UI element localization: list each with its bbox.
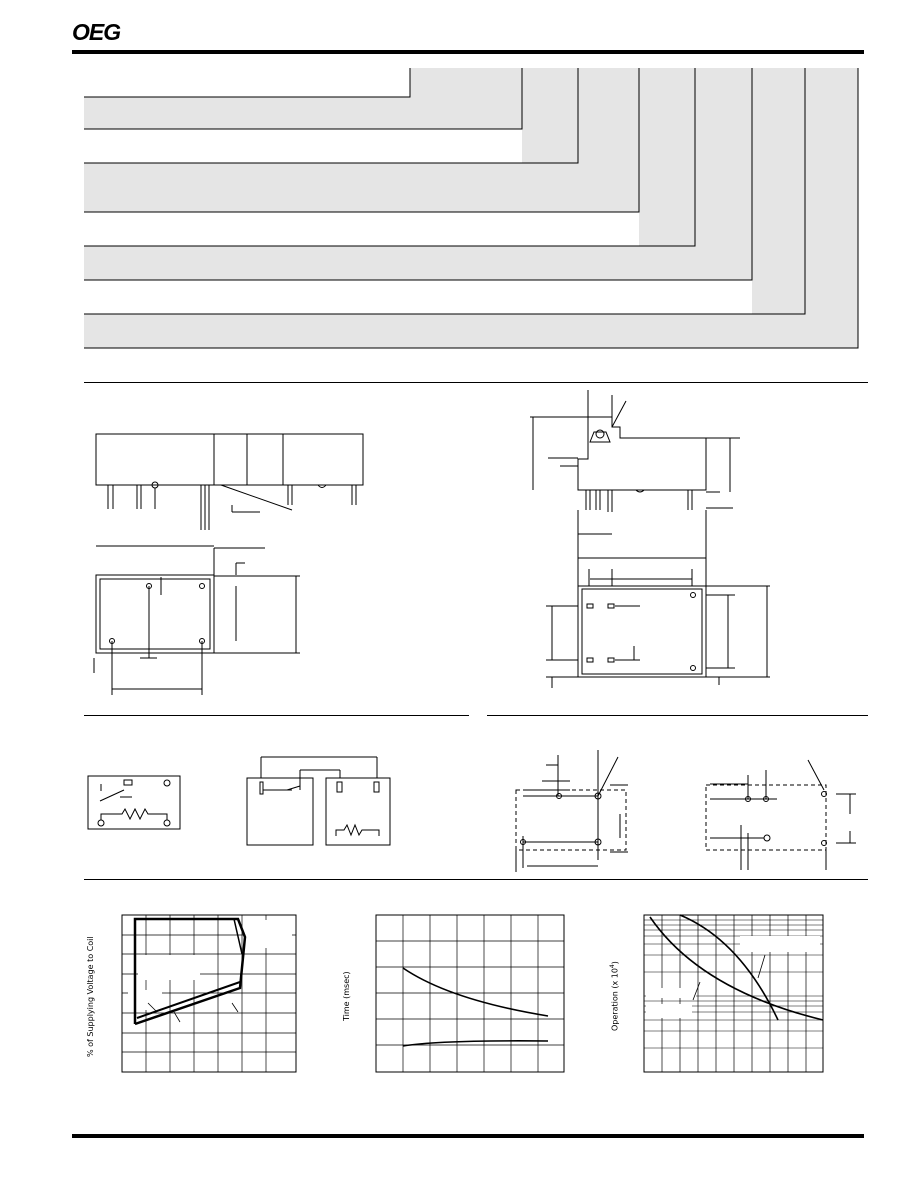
header-rule: [72, 50, 864, 54]
life-chart-ylabel-exponent: 4: [609, 964, 616, 969]
pcb-section-rule: [487, 715, 868, 716]
life-chart-ylabel-main: Operation (x 10: [610, 968, 620, 1031]
wiring-section-rule: [84, 715, 469, 716]
charts-section-rule: [84, 879, 868, 880]
pcb-layouts: [515, 750, 856, 872]
life-chart-ylabel-tail: ): [610, 961, 620, 965]
footer-rule: [72, 1134, 864, 1138]
outline-dimensions-drawing: [93, 433, 364, 695]
dimensions-section-rule: [84, 382, 868, 383]
wiring-diagrams: [87, 756, 391, 846]
side-view-dimensions-drawing: [530, 390, 770, 688]
ordering-code-staircase: [84, 68, 859, 349]
brand-logo: OEG: [72, 19, 121, 45]
life-chart-ylabel: Operation (x 104): [609, 961, 620, 1031]
